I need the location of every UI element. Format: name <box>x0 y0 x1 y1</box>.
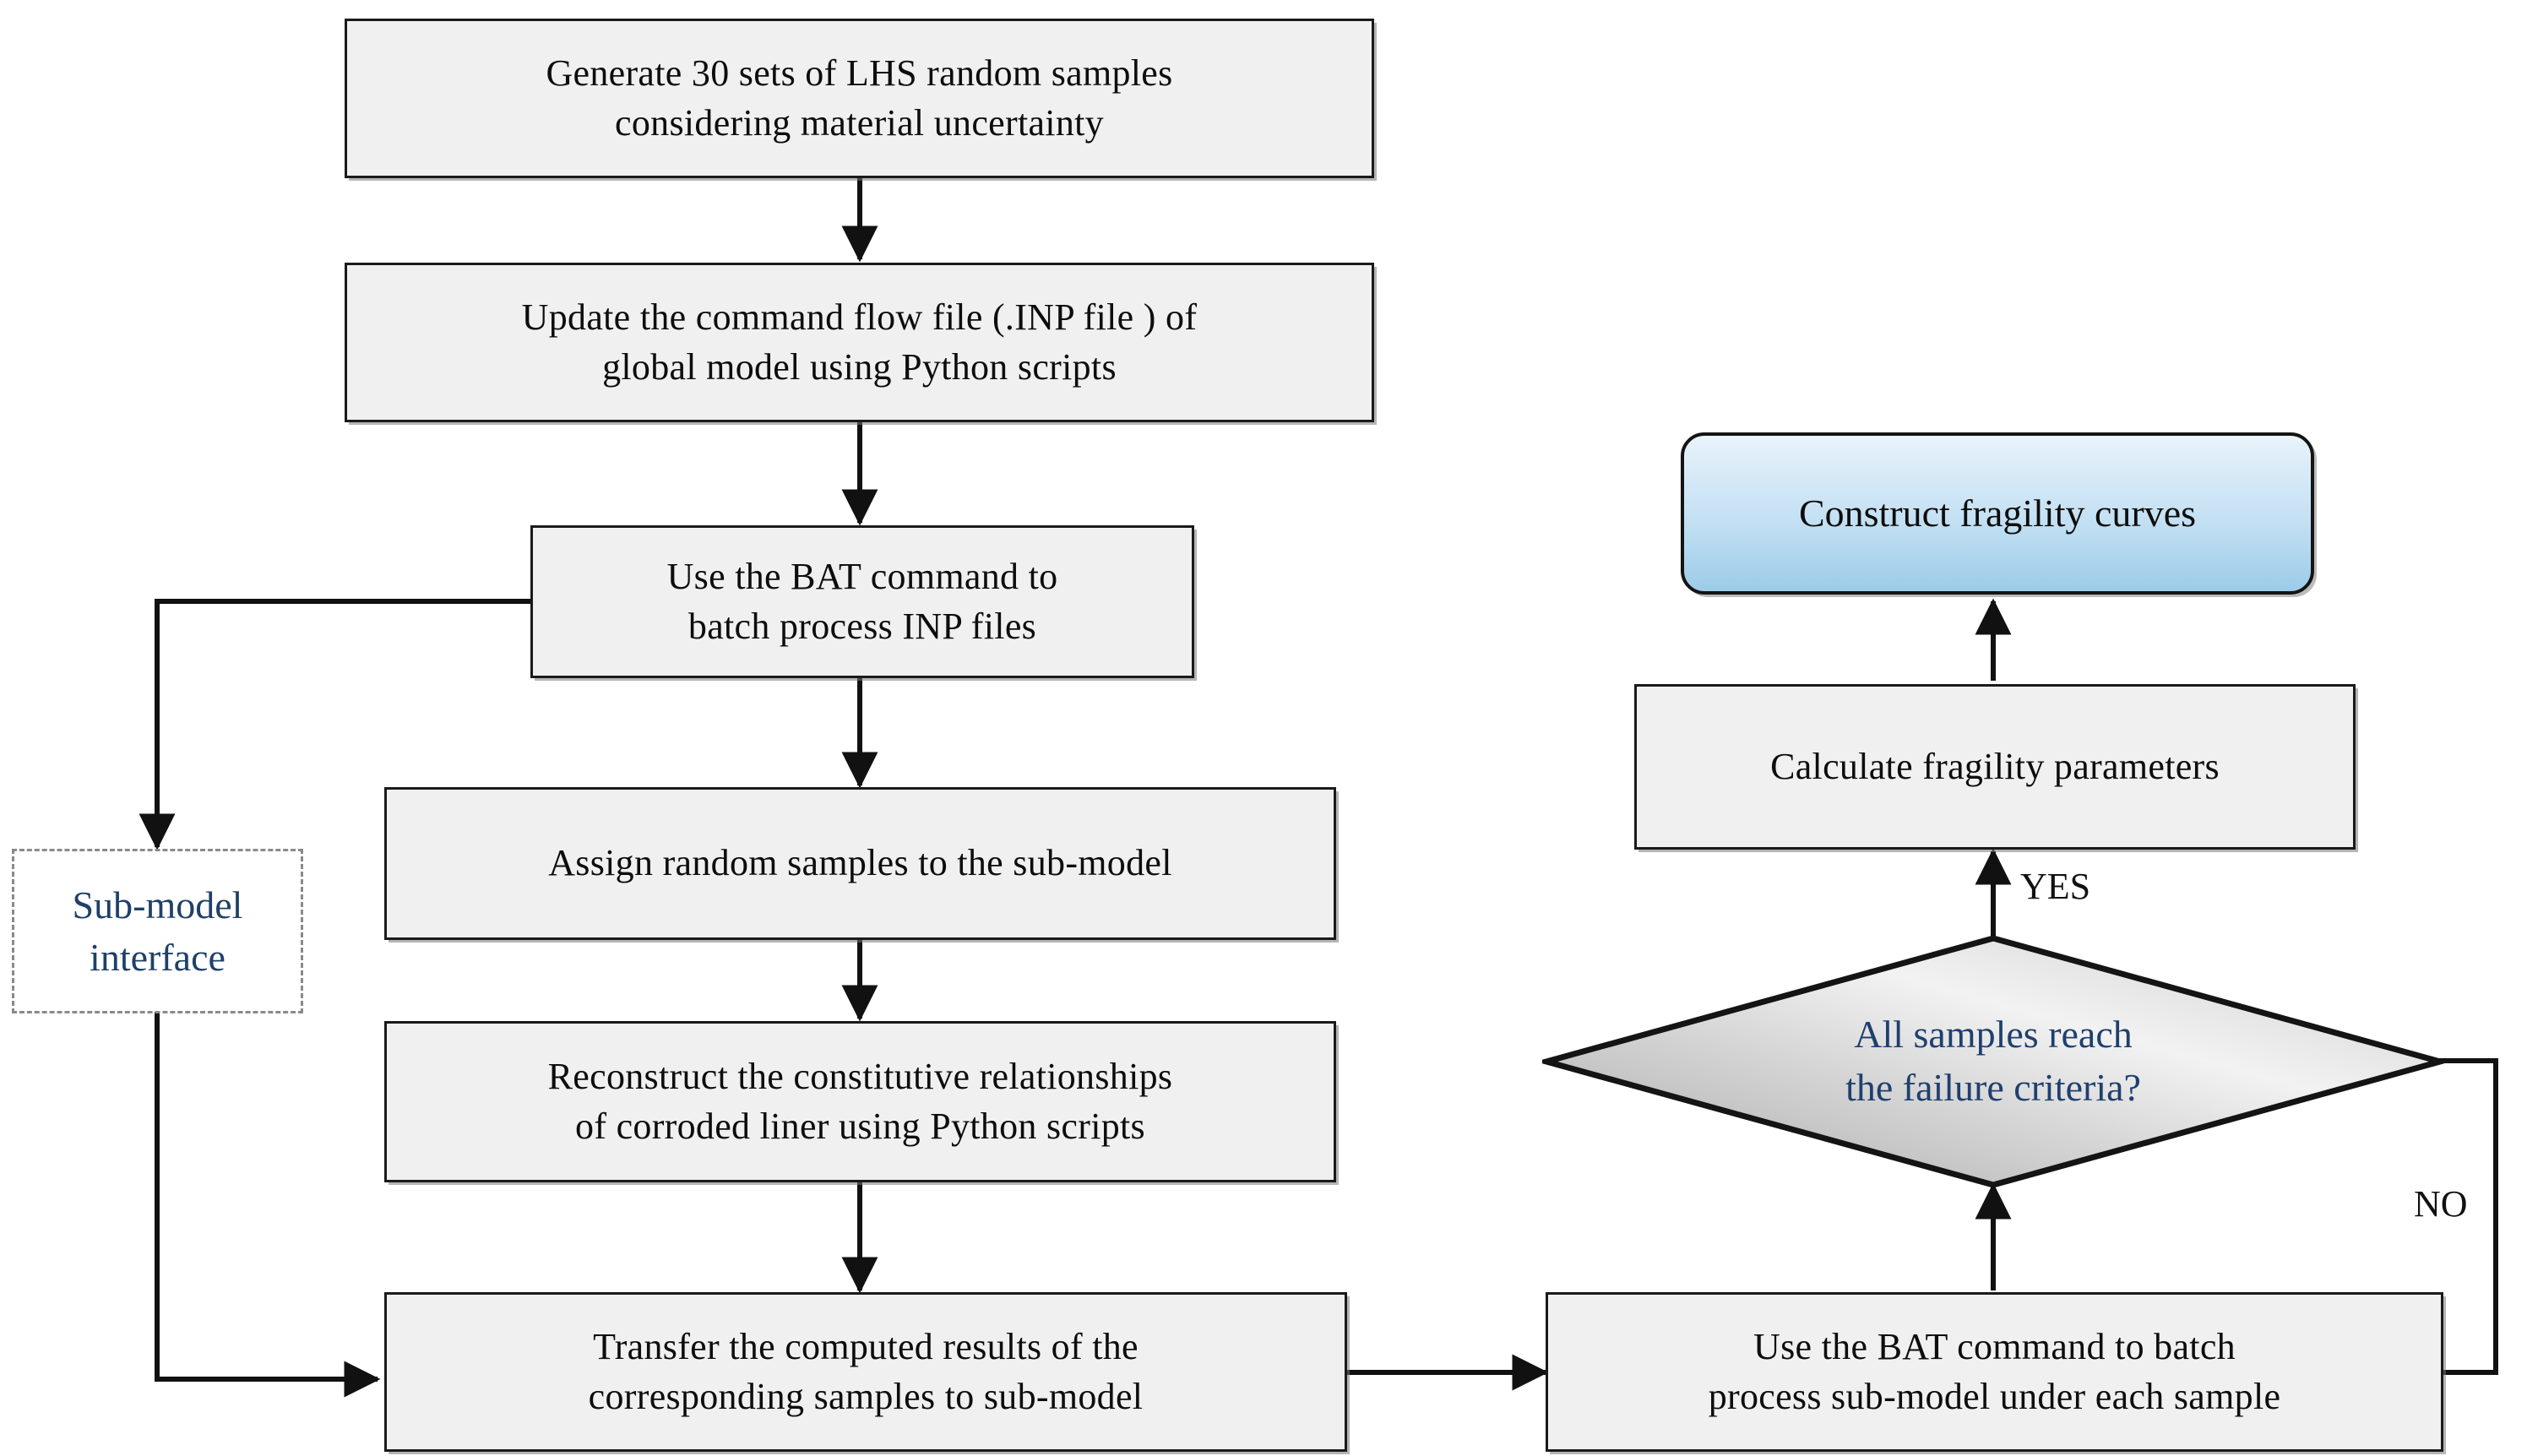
edge-label-no: NO <box>2414 1183 2468 1225</box>
node-generate-samples-line2: considering material uncertainty <box>615 101 1104 144</box>
node-reconstruct-constitutive[interactable]: Reconstruct the constitutive relationshi… <box>384 1021 1336 1182</box>
node-bat-submodel-line2: process sub-model under each sample <box>1708 1375 2281 1417</box>
node-update-inp[interactable]: Update the command flow file (.INP file … <box>345 263 1374 422</box>
node-bat-submodel[interactable]: Use the BAT command to batch process sub… <box>1546 1292 2443 1452</box>
node-construct-curves-text: Construct fragility curves <box>1799 488 2196 539</box>
node-reconstruct-constitutive-line2: of corroded liner using Python scripts <box>575 1105 1145 1147</box>
node-bat-global[interactable]: Use the BAT command to batch process INP… <box>530 525 1194 678</box>
node-transfer-results-line1: Transfer the computed results of the <box>593 1325 1139 1367</box>
node-failure-decision-text: All samples reach the failure criteria? <box>1845 1008 2141 1114</box>
node-reconstruct-constitutive-text: Reconstruct the constitutive relationshi… <box>533 1052 1188 1152</box>
node-assign-samples-line1: Assign random samples to the sub-model <box>548 842 1172 884</box>
node-calculate-parameters-text: Calculate fragility parameters <box>1755 742 2235 792</box>
node-bat-global-text: Use the BAT command to batch process INP… <box>652 552 1073 652</box>
node-bat-global-line2: batch process INP files <box>687 605 1037 647</box>
node-construct-curves-line1: Construct fragility curves <box>1798 492 2197 535</box>
node-construct-curves[interactable]: Construct fragility curves <box>1681 432 2314 595</box>
node-calculate-parameters[interactable]: Calculate fragility parameters <box>1634 684 2356 850</box>
node-assign-samples-text: Assign random samples to the sub-model <box>533 839 1187 888</box>
node-update-inp-line2: global model using Python scripts <box>602 345 1117 388</box>
node-reconstruct-constitutive-line1: Reconstruct the constitutive relationshi… <box>547 1055 1173 1097</box>
node-submodel-interface-text: Sub-model interface <box>73 879 243 983</box>
node-calculate-parameters-line1: Calculate fragility parameters <box>1770 745 2220 787</box>
node-failure-decision[interactable]: All samples reach the failure criteria? <box>1542 934 2444 1189</box>
node-assign-samples[interactable]: Assign random samples to the sub-model <box>384 787 1336 940</box>
node-submodel-interface-line1: Sub-model <box>72 883 243 926</box>
node-transfer-results-text: Transfer the computed results of the cor… <box>573 1323 1159 1422</box>
node-generate-samples-line1: Generate 30 sets of LHS random samples <box>546 52 1173 94</box>
node-submodel-interface-line2: interface <box>90 935 226 979</box>
node-bat-submodel-line1: Use the BAT command to batch <box>1753 1325 2236 1367</box>
node-failure-decision-line1: All samples reach <box>1854 1013 2133 1057</box>
node-bat-global-line1: Use the BAT command to <box>666 555 1058 597</box>
node-transfer-results-line2: corresponding samples to sub-model <box>588 1375 1144 1417</box>
edge-label-yes: YES <box>2020 866 2091 907</box>
edge-interface-to-transfer <box>155 1012 381 1398</box>
node-failure-decision-line2: the failure criteria? <box>1845 1066 2141 1109</box>
node-generate-samples[interactable]: Generate 30 sets of LHS random samples c… <box>345 19 1374 178</box>
node-bat-submodel-text: Use the BAT command to batch process sub… <box>1693 1323 2296 1422</box>
node-generate-samples-text: Generate 30 sets of LHS random samples c… <box>530 49 1187 149</box>
node-update-inp-line1: Update the command flow file (.INP file … <box>521 296 1198 338</box>
diamond-shape <box>1542 935 2444 1188</box>
node-failure-decision-label: All samples reach the failure criteria? <box>1542 934 2444 1189</box>
node-transfer-results[interactable]: Transfer the computed results of the cor… <box>384 1292 1347 1452</box>
node-submodel-interface[interactable]: Sub-model interface <box>12 849 303 1013</box>
node-update-inp-text: Update the command flow file (.INP file … <box>507 293 1213 393</box>
